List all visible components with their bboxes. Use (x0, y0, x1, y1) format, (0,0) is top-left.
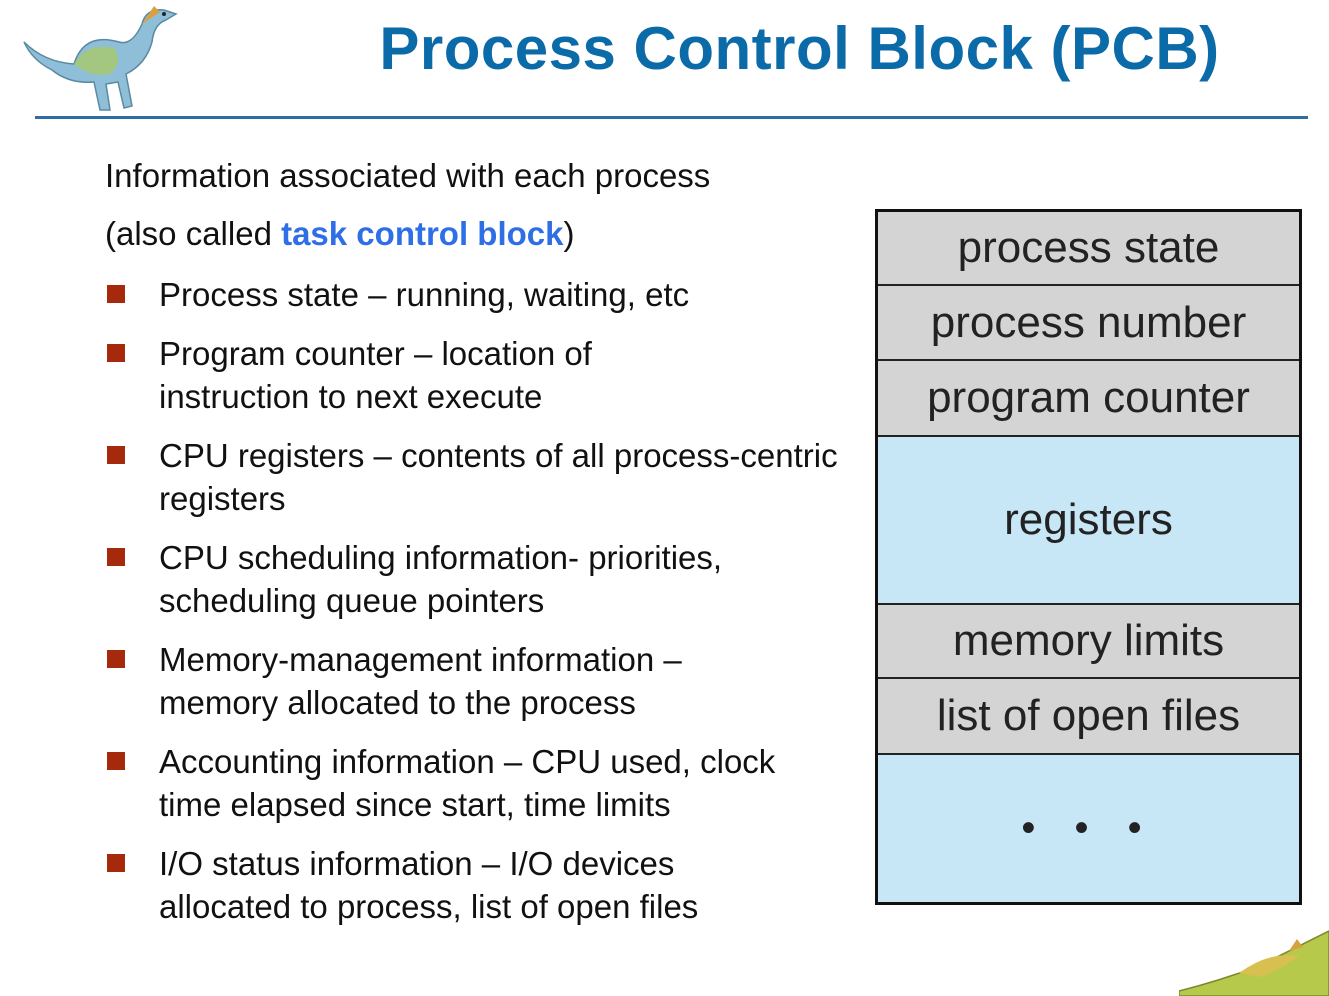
pcb-cell-memory-limits: memory limits (878, 605, 1299, 679)
bullet-item: I/O status information – I/O devices all… (105, 842, 799, 928)
slide-title: Process Control Block (PCB) (379, 15, 1220, 82)
pcb-cell-registers: registers (878, 437, 1299, 605)
dinosaur-logo-icon (23, 6, 178, 111)
title-divider (35, 116, 1308, 119)
pcb-cell-process-number: process number (878, 286, 1299, 361)
bullet-square-icon (107, 650, 125, 668)
bullet-item: Accounting information – CPU used, clock… (105, 740, 779, 826)
bullet-square-icon (107, 548, 125, 566)
bullet-item: Process state – running, waiting, etc (105, 273, 825, 316)
pcb-cell-process-state: process state (878, 212, 1299, 286)
intro-text: Information associated with each process (105, 157, 711, 194)
bullet-item: CPU scheduling information- priorities, … (105, 536, 839, 622)
bullet-item: Memory-management information – memory a… (105, 638, 779, 724)
bullet-square-icon (107, 285, 125, 303)
bullet-item: Program counter – location of instructio… (105, 332, 659, 418)
pcb-cell-program-counter: program counter (878, 361, 1299, 437)
intro-subtext: (also called task control block) (105, 215, 575, 252)
bullet-square-icon (107, 752, 125, 770)
bullet-square-icon (107, 344, 125, 362)
highlighted-term: task control block (281, 215, 564, 252)
bullet-square-icon (107, 446, 125, 464)
bullet-square-icon (107, 854, 125, 872)
dinosaur-corner-icon (1179, 930, 1329, 996)
pcb-cell-ellipsis: • • • (878, 755, 1299, 902)
pcb-diagram: process state process number program cou… (875, 209, 1302, 905)
bullet-item: CPU registers – contents of all process-… (105, 434, 849, 520)
bullet-list: Process state – running, waiting, etc Pr… (105, 273, 838, 928)
pcb-cell-open-files: list of open files (878, 679, 1299, 755)
